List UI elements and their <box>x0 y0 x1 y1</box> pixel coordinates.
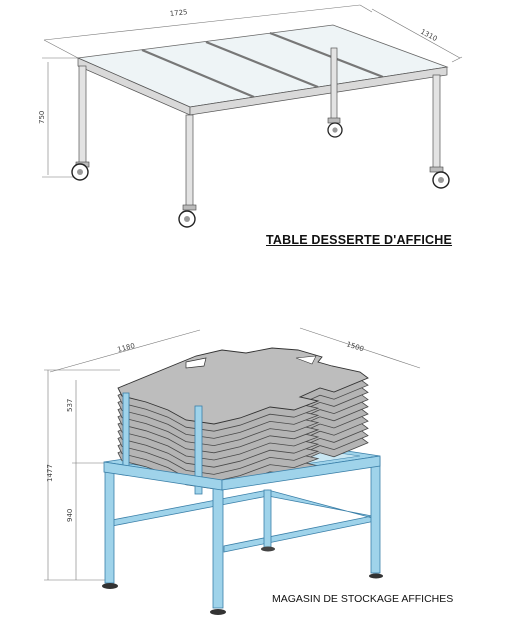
caster-back-left <box>327 117 343 138</box>
dim-table-height: 750 <box>38 111 46 124</box>
foot-back <box>261 546 275 552</box>
dim-rack-width: 1500 <box>345 340 364 353</box>
caster-front-left <box>71 161 90 181</box>
rack-feet <box>102 573 383 615</box>
caster-back-right <box>429 166 450 189</box>
dim-table-length: 1725 <box>169 8 188 18</box>
dim-rack-stack-height: 537 <box>66 399 74 412</box>
tabletop-crossbars <box>141 31 384 99</box>
rack-lower-frame <box>111 489 381 553</box>
glass-tabletop <box>76 24 449 108</box>
rack-front-rails <box>103 455 381 491</box>
dim-rack-total-height: 1477 <box>46 464 54 482</box>
table-casters <box>71 117 450 228</box>
caster-front-right <box>178 204 197 228</box>
serving-table-drawing: 1725 1310 750 <box>38 4 463 228</box>
storage-rack-title: MAGASIN DE STOCKAGE AFFICHES <box>272 593 454 605</box>
storage-rack-drawing: 1180 1500 1477 537 940 <box>44 327 421 615</box>
dim-rack-length: 1180 <box>117 342 136 354</box>
top-poster-sheet <box>117 347 369 425</box>
dimension-lines-table <box>42 4 463 178</box>
serving-table-title: TABLE DESSERTE D'AFFICHE <box>266 233 453 247</box>
dim-rack-frame-height: 940 <box>66 509 74 522</box>
